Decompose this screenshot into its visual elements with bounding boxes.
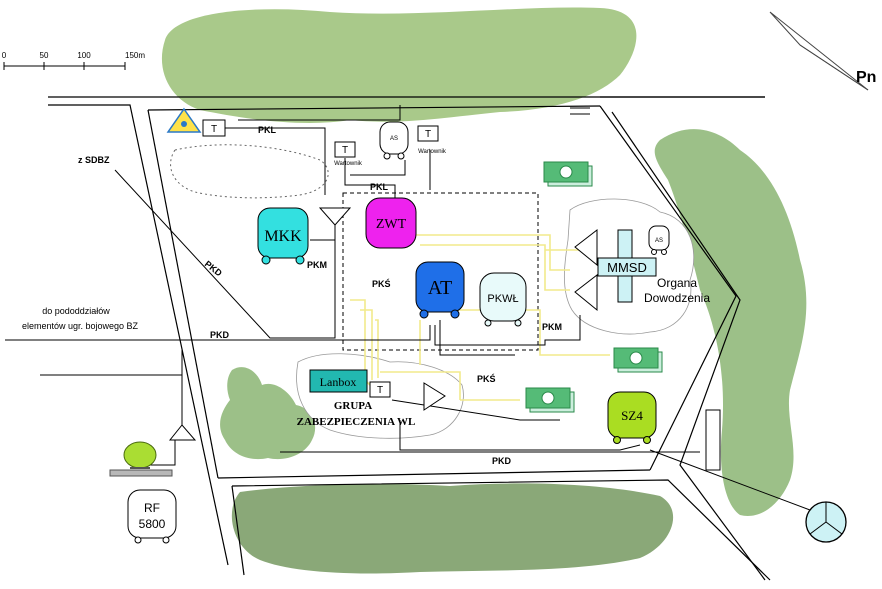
scale-tick-100: 100 xyxy=(77,51,91,60)
at-vehicle[interactable]: AT xyxy=(415,261,465,319)
road-bottom-lower xyxy=(231,479,771,581)
wartownik-label-1: Wartownik xyxy=(334,161,363,167)
rf-5800-vehicle[interactable]: RF 5800 xyxy=(127,489,177,544)
t-label-3: T xyxy=(425,129,431,140)
sz4-vehicle[interactable]: SZ4 xyxy=(607,391,657,444)
wartownik-label-2: Wartownik xyxy=(418,149,447,155)
label-zabezpieczenia: ZABEZPIECZENIA WL xyxy=(297,416,416,428)
as-vehicle-2[interactable]: AS xyxy=(648,225,670,255)
relay-triangle-3 xyxy=(168,424,197,441)
cable-label-pkl-top: PKL xyxy=(258,125,277,135)
satellite-dish-icon xyxy=(109,441,173,477)
relay-triangle-1 xyxy=(318,207,352,226)
cable-label-pkd-bottom: PKD xyxy=(492,456,512,466)
pkwl-label: PKWŁ xyxy=(487,293,518,305)
scale-tick-150m: 150m xyxy=(125,51,145,60)
road-outer-2 xyxy=(48,104,229,566)
mmsd-label: MMSD xyxy=(607,260,647,275)
relay-triangle-5 xyxy=(574,273,598,312)
t-label-1: T xyxy=(211,124,217,135)
label-dowodzenia: Dowodzenia xyxy=(644,291,710,305)
forest-left xyxy=(220,367,316,460)
label-to-subunits-2: elementów ugr. bojowego BZ xyxy=(22,321,139,331)
copper-cables xyxy=(5,105,811,511)
road-outer-right xyxy=(611,111,766,581)
as-label-2: AS xyxy=(655,238,663,244)
cable-label-pkl-mid: PKL xyxy=(370,182,389,192)
cable-label-pks-at: PKŚ xyxy=(372,278,391,289)
label-organa: Organa xyxy=(657,276,697,290)
label-to-subunits-1: do pododdziałów xyxy=(42,306,110,316)
zwt-label: ZWT xyxy=(376,217,407,232)
road-inner-left xyxy=(147,109,219,479)
sz4-label: SZ4 xyxy=(621,408,643,423)
forest-top xyxy=(161,7,637,123)
mkk-label: MKK xyxy=(264,228,302,245)
t-box-4[interactable]: T xyxy=(369,381,391,398)
banknote-icon-1 xyxy=(543,161,593,187)
forest-right xyxy=(654,129,807,516)
rf-label-2: 5800 xyxy=(139,517,166,531)
banknote-icon-2 xyxy=(613,347,663,373)
gate-object xyxy=(705,409,721,471)
scale-tick-0: 0 xyxy=(2,51,7,60)
t-label-4: T xyxy=(377,385,383,396)
as-vehicle-1[interactable]: AS xyxy=(379,121,409,160)
lanbox-label: Lanbox xyxy=(320,375,357,389)
cable-label-pkm-mkk: PKM xyxy=(307,260,327,270)
relay-triangle-2 xyxy=(423,382,446,411)
cable-label-pkd-diag: PKD xyxy=(203,259,225,279)
t-label-2: T xyxy=(342,145,348,156)
at-label: AT xyxy=(428,277,452,299)
mkk-vehicle[interactable]: MKK xyxy=(257,207,309,265)
mkk-area xyxy=(170,144,329,199)
label-from-sdbz: z SDBZ xyxy=(78,155,110,165)
road-bottom-left xyxy=(231,485,245,576)
mmsd-node[interactable]: MMSD xyxy=(597,229,657,303)
mast-symbol-icon[interactable] xyxy=(805,501,847,543)
t-box-2[interactable]: T xyxy=(334,141,356,158)
road-inner-bottom xyxy=(217,469,651,479)
as-label-1: AS xyxy=(390,136,398,142)
road-inner-top xyxy=(147,105,601,111)
relay-triangle-4 xyxy=(574,228,598,267)
t-box-1[interactable]: T xyxy=(202,119,226,137)
warning-sign-icon xyxy=(166,107,202,133)
north-arrow: Pn xyxy=(769,11,876,91)
scale-tick-50: 50 xyxy=(40,51,49,60)
banknote-icon-3 xyxy=(525,387,575,413)
scale-bar: 0 50 100 150m xyxy=(2,51,145,70)
t-box-3[interactable]: T xyxy=(417,125,439,142)
lanbox-unit[interactable]: Lanbox xyxy=(309,369,368,393)
pkwl-vehicle[interactable]: PKWŁ xyxy=(479,272,527,327)
label-grupa: GRUPA xyxy=(334,400,372,412)
cable-label-pkm-right: PKM xyxy=(542,322,562,332)
zwt-vehicle[interactable]: ZWT xyxy=(365,197,417,249)
compass-label: Pn xyxy=(856,69,876,86)
forest-bottom xyxy=(231,483,674,574)
rf-label-1: RF xyxy=(144,501,160,515)
cable-label-pks-center: PKŚ xyxy=(477,373,496,384)
cable-label-pkd-left: PKD xyxy=(210,330,230,340)
road-inner-right xyxy=(599,105,737,471)
